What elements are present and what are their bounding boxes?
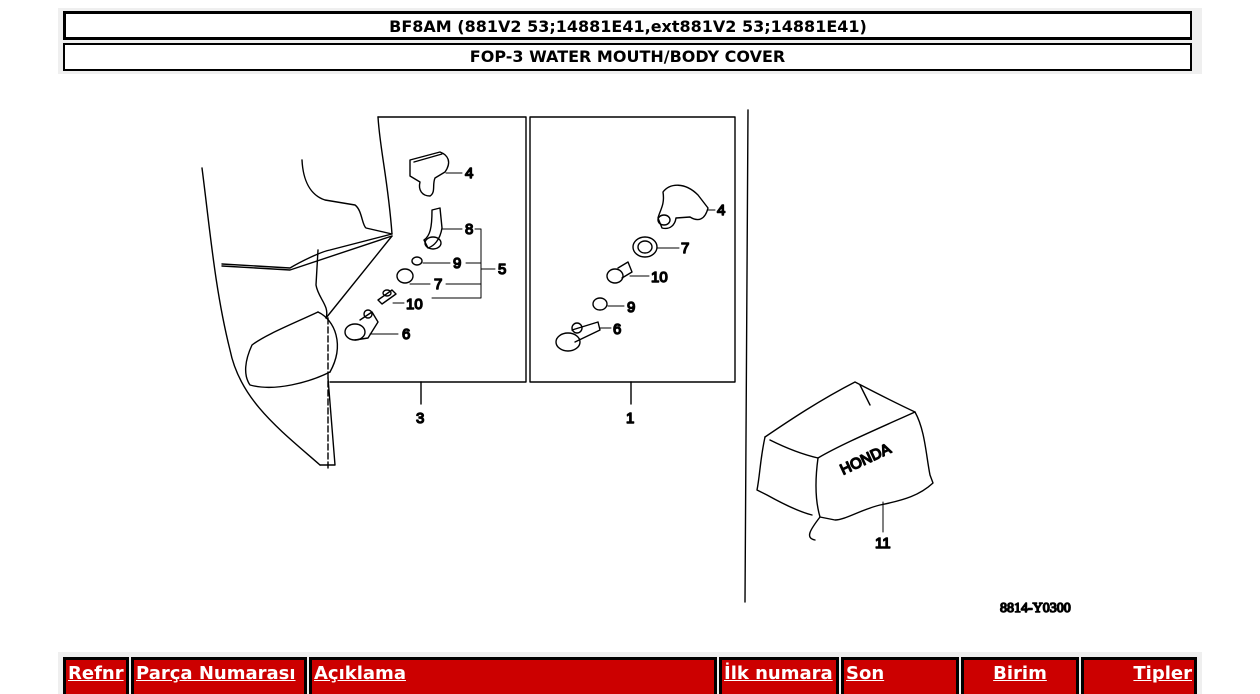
column-header-last-number[interactable]: Son (841, 657, 959, 694)
column-header-refnr[interactable]: Refnr (63, 657, 129, 694)
callout-6: 6 (402, 326, 410, 343)
sort-description-link[interactable]: Açıklama (314, 663, 406, 684)
kit-1-frame (529, 116, 736, 405)
diagram-image-code: 8814-Y0300 (1000, 601, 1071, 616)
callout-4: 4 (465, 165, 473, 182)
sort-types-link[interactable]: Tipler (1133, 663, 1192, 684)
diagram-divider (744, 109, 749, 603)
callout-7: 7 (681, 240, 689, 257)
callout-3: 3 (416, 410, 424, 427)
kit-3-parts (344, 151, 450, 341)
callout-11: 11 (875, 535, 891, 552)
parts-table-header: Refnr Parça Numarası Açıklama İlk numara… (58, 652, 1202, 694)
callout-1: 1 (626, 410, 634, 427)
outboard-lower-unit-drawing (201, 159, 393, 471)
callout-10: 10 (651, 269, 668, 286)
group-title: FOP-3 WATER MOUTH/BODY COVER (63, 43, 1192, 71)
column-header-description[interactable]: Açıklama (309, 657, 717, 694)
kit-3-leader-lines (369, 172, 496, 335)
model-title: BF8AM (881V2 53;14881E41,ext881V2 53;148… (63, 11, 1192, 40)
body-cover-drawing (756, 381, 934, 541)
callout-4: 4 (717, 202, 725, 219)
column-header-unit[interactable]: Birim (961, 657, 1079, 694)
callout-7: 7 (434, 276, 442, 293)
title-panel: BF8AM (881V2 53;14881E41,ext881V2 53;148… (58, 8, 1202, 74)
sort-part-number-link[interactable]: Parça Numarası (136, 663, 296, 684)
sort-first-number-link[interactable]: İlk numara (724, 663, 833, 684)
callout-9: 9 (627, 299, 635, 316)
kit-1-leader-lines (599, 209, 716, 329)
honda-logo-text: HONDA (838, 440, 894, 478)
sort-unit-link[interactable]: Birim (993, 663, 1047, 684)
callout-9: 9 (453, 255, 461, 272)
column-header-part-number[interactable]: Parça Numarası (131, 657, 307, 694)
column-header-types[interactable]: Tipler (1081, 657, 1197, 694)
callout-8: 8 (465, 221, 473, 238)
callout-10: 10 (406, 296, 423, 313)
sort-refnr-link[interactable]: Refnr (68, 663, 124, 684)
sort-last-number-link[interactable]: Son (846, 663, 885, 684)
parts-diagram: 4 8 9 5 7 10 6 3 (190, 100, 1090, 630)
callout-5: 5 (498, 261, 506, 278)
kit-3-frame (329, 116, 527, 405)
kit-1-parts (555, 184, 709, 352)
callout-6: 6 (613, 321, 621, 338)
column-header-first-number[interactable]: İlk numara (719, 657, 839, 694)
